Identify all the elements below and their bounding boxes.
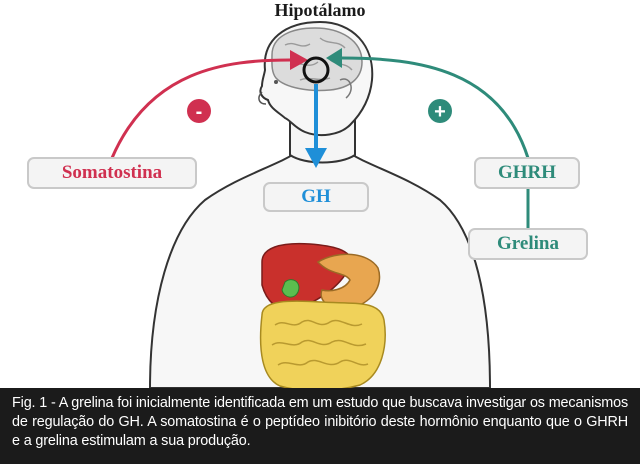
ghrelin-label: Grelina xyxy=(468,228,588,260)
ear xyxy=(339,78,352,99)
somatostatin-arrowhead xyxy=(290,50,308,70)
diagram: - + xyxy=(110,20,530,392)
gallbladder xyxy=(281,279,300,298)
gh-label: GH xyxy=(263,182,369,212)
minus-sign: - xyxy=(196,101,203,123)
hypothalamus-ring xyxy=(302,56,330,84)
hypothalamus-title: Hipotálamo xyxy=(274,0,366,20)
gh-arrowhead xyxy=(305,148,327,168)
plus-sign-circle xyxy=(428,99,452,123)
ghrh-arrowhead xyxy=(326,48,342,68)
plus-sign: + xyxy=(434,101,446,123)
figure-caption: Fig. 1 - A grelina foi inicialmente iden… xyxy=(0,388,640,464)
eye xyxy=(274,80,278,84)
intestine-folds xyxy=(271,319,369,366)
minus-sign-circle xyxy=(187,99,211,123)
nose xyxy=(258,91,267,105)
somatostatin-arc xyxy=(110,58,291,159)
ghrh-label: GHRH xyxy=(474,157,580,189)
diagram-svg: - + xyxy=(110,20,530,392)
ghrh-arc xyxy=(341,56,530,159)
intestines xyxy=(259,300,386,392)
somatostatin-label: Somatostina xyxy=(27,157,197,189)
